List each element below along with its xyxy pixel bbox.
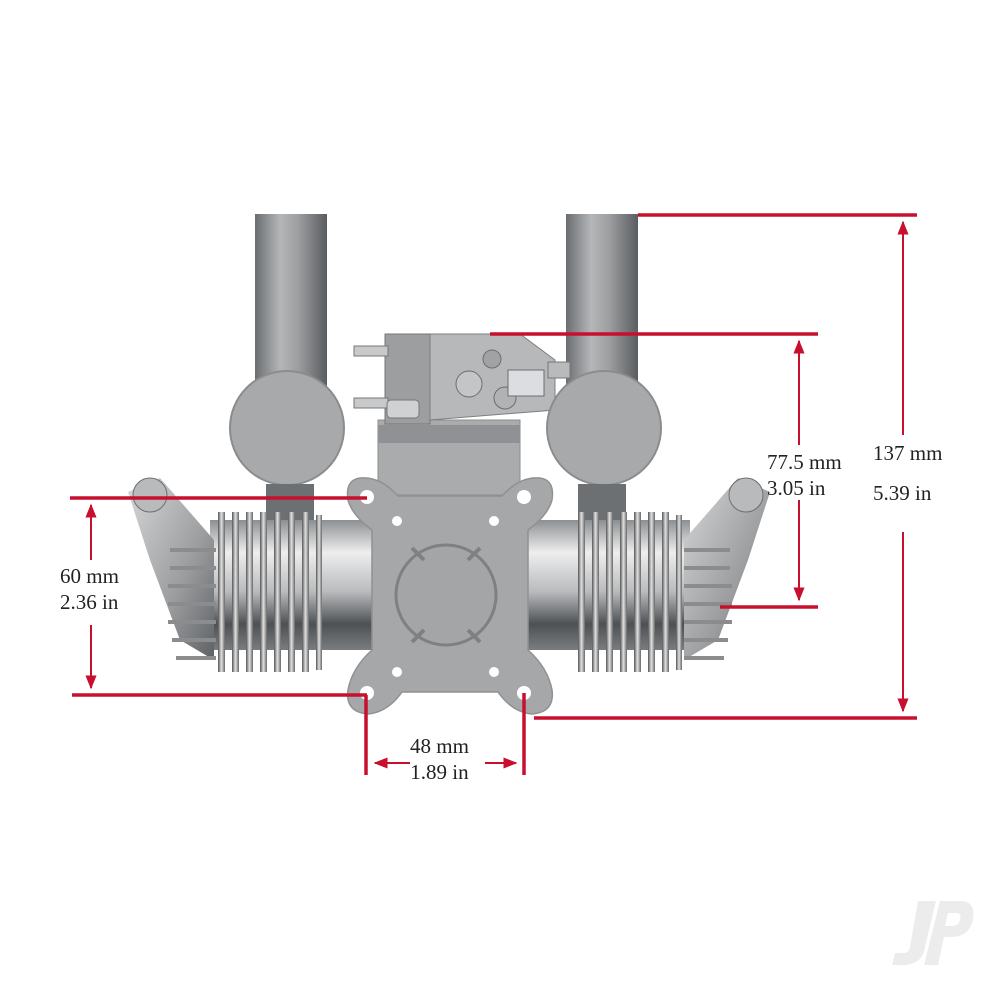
mount-vertical-in: 2.36 in	[60, 590, 119, 614]
overall-height-label: 137 mm 5.39 in	[873, 440, 942, 506]
engine	[128, 214, 770, 715]
carb-height-mm: 77.5 mm	[767, 450, 842, 474]
carb-height-in: 3.05 in	[767, 476, 826, 500]
mount-vertical-mm: 60 mm	[60, 564, 119, 588]
jp-watermark-logo	[892, 901, 974, 965]
cooling-fins-right	[578, 512, 732, 672]
mount-horizontal-in: 1.89 in	[410, 760, 469, 784]
mount-horizontal-mm: 48 mm	[410, 734, 469, 758]
dimension-lines	[70, 213, 917, 775]
overall-height-in: 5.39 in	[873, 481, 932, 505]
mounting-plate	[346, 477, 554, 715]
mount-vertical-label: 60 mm 2.36 in	[60, 563, 119, 615]
overall-height-mm: 137 mm	[873, 441, 943, 465]
carb-height-label: 77.5 mm 3.05 in	[767, 449, 842, 501]
prop-hub	[394, 543, 498, 647]
carburetor	[353, 333, 571, 425]
muffler-left	[229, 370, 345, 486]
muffler-right	[546, 370, 662, 486]
mount-hole-top-right	[517, 490, 531, 504]
mount-horizontal-label: 48 mm 1.89 in	[410, 733, 469, 785]
cooling-fins-left	[168, 512, 322, 672]
